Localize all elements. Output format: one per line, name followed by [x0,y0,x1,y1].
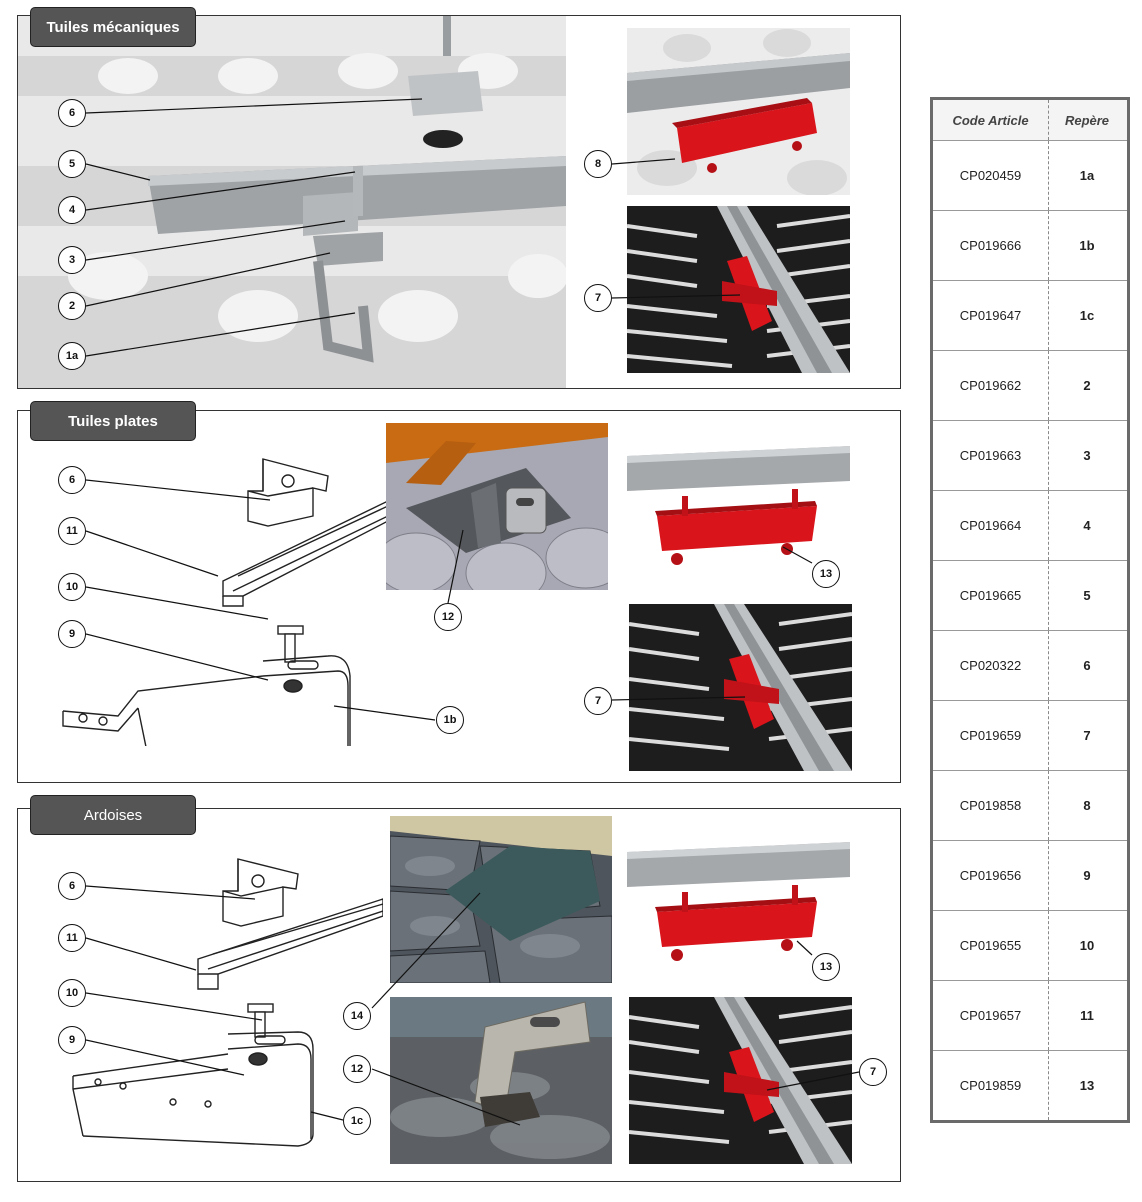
callout-5: 5 [58,150,86,178]
code-article-cell: CP019859 [933,1051,1049,1120]
code-article-cell: CP020322 [933,631,1049,700]
code-article-cell: CP019662 [933,351,1049,420]
callout-7: 7 [859,1058,887,1086]
callout-6: 6 [58,99,86,127]
table-row: CP019659 7 [933,701,1127,771]
slate-roof-photo [390,816,612,983]
flat-tile-hook-drawing [58,446,388,746]
table-row: CP019657 11 [933,981,1127,1051]
code-article-cell: CP019858 [933,771,1049,840]
callout-13: 13 [812,953,840,981]
callout-13: 13 [812,560,840,588]
table-row: CP019655 10 [933,911,1127,981]
end-cap-render-2 [627,837,850,977]
table-row: CP019666 1b [933,211,1127,281]
callout-10: 10 [58,573,86,601]
repere-cell: 9 [1083,868,1091,883]
table-row: CP019664 4 [933,491,1127,561]
section-title-tuiles-plates: Tuiles plates [30,401,196,441]
callout-9: 9 [58,620,86,648]
callout-8: 8 [584,150,612,178]
code-article-cell: CP019665 [933,561,1049,630]
repere-cell: 1b [1079,238,1095,253]
repere-cell: 6 [1083,658,1091,673]
repere-cell: 10 [1079,938,1095,953]
section-title-ardoises: Ardoises [30,795,196,835]
flat-tile-flashing-render [386,423,608,590]
callout-2: 2 [58,292,86,320]
repere-cell: 3 [1083,448,1091,463]
callout-1c: 1c [343,1107,371,1135]
table-row: CP019662 2 [933,351,1127,421]
callout-9: 9 [58,1026,86,1054]
section-ardoises [17,808,901,1182]
slate-hook-drawing [63,854,383,1154]
panel-junction-photo-3 [629,997,852,1164]
section-title-tuiles-mecaniques: Tuiles mécaniques [30,7,196,47]
code-article-cell: CP019657 [933,981,1049,1050]
callout-7: 7 [584,284,612,312]
callout-1a: 1a [58,342,86,370]
callout-3: 3 [58,246,86,274]
code-article-cell: CP019663 [933,421,1049,490]
callout-11: 11 [58,924,86,952]
repere-cell: 11 [1080,1008,1094,1023]
end-cap-photo [627,28,850,195]
table-header: Code Article Repère [933,100,1127,141]
repere-cell: 1a [1079,168,1095,183]
code-article-cell: CP019659 [933,701,1049,770]
header-repere: Repère [1064,112,1110,128]
table-row: CP020459 1a [933,141,1127,211]
table-row: CP019665 5 [933,561,1127,631]
table-row: CP019647 1c [933,281,1127,351]
callout-7: 7 [584,687,612,715]
section-tuiles-mecaniques [17,15,901,389]
repere-cell: 13 [1079,1078,1095,1093]
callout-1b: 1b [436,706,464,734]
callout-6: 6 [58,872,86,900]
callout-12: 12 [434,603,462,631]
table-row: CP019859 13 [933,1051,1127,1120]
table-row: CP019656 9 [933,841,1127,911]
panel-junction-photo [627,206,850,373]
callout-4: 4 [58,196,86,224]
repere-cell: 7 [1083,728,1091,743]
repere-cell: 8 [1083,798,1091,813]
table-row: CP019858 8 [933,771,1127,841]
callout-6: 6 [58,466,86,494]
callout-10: 10 [58,979,86,1007]
header-code-article: Code Article [933,100,1049,140]
repere-cell: 2 [1083,378,1091,393]
slate-hook-photo [390,997,612,1164]
code-article-cell: CP019647 [933,281,1049,350]
table-row: CP019663 3 [933,421,1127,491]
end-cap-render [627,441,850,581]
code-article-cell: CP020459 [933,141,1049,210]
code-article-cell: CP019664 [933,491,1049,560]
repere-cell: 5 [1083,588,1091,603]
panel-junction-photo-2 [629,604,852,771]
callout-14: 14 [343,1002,371,1030]
code-article-cell: CP019656 [933,841,1049,910]
code-article-cell: CP019666 [933,211,1049,280]
repere-cell: 4 [1083,518,1091,533]
table-row: CP020322 6 [933,631,1127,701]
repere-cell: 1c [1079,308,1095,323]
roof-hook-photo [18,16,566,388]
callout-12: 12 [343,1055,371,1083]
callout-11: 11 [58,517,86,545]
code-article-cell: CP019655 [933,911,1049,980]
